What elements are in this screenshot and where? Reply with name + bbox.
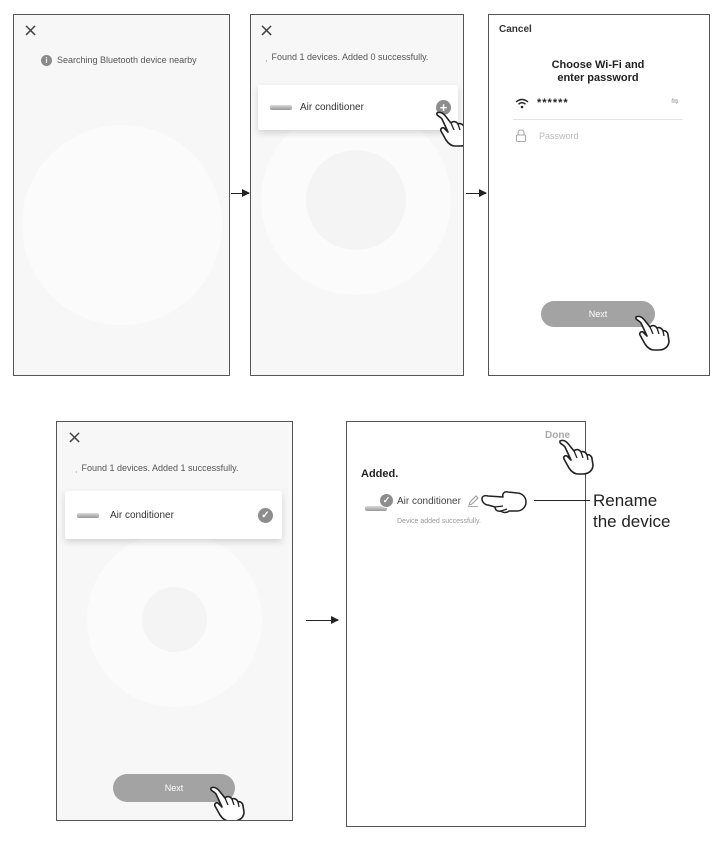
screen-searching: × i Searching Bluetooth device nearby [13, 14, 230, 376]
pointing-hand-icon [481, 488, 529, 516]
screen-device-found: × ⸒Found 1 devices. Added 0 successfully… [250, 14, 464, 376]
check-icon: ✓ [258, 508, 273, 523]
password-placeholder: Password [539, 131, 579, 141]
close-icon[interactable]: × [23, 20, 39, 41]
info-icon: i [41, 55, 52, 67]
cancel-button[interactable]: Cancel [499, 24, 532, 35]
loading-icon: ⸒ [75, 464, 78, 473]
pointing-hand-icon [558, 437, 596, 477]
device-subtext: Device added successfully. [397, 518, 481, 525]
search-radar-circle [22, 125, 222, 325]
rename-callout: Rename the device [593, 490, 671, 532]
found-status-text: Found 1 devices. Added 1 successfully. [81, 463, 239, 473]
callout-line2: the device [593, 512, 671, 531]
air-conditioner-icon [365, 506, 387, 511]
screen-device-added: × ⸒Found 1 devices. Added 1 successfully… [56, 421, 293, 821]
device-label: Air conditioner [397, 496, 461, 507]
loading-icon: ⸒ [265, 53, 268, 62]
password-field[interactable]: Password [513, 129, 683, 147]
close-icon[interactable]: × [259, 20, 275, 41]
device-card[interactable]: Air conditioner ✓ [65, 491, 282, 539]
close-icon[interactable]: × [67, 427, 83, 448]
air-conditioner-icon [77, 513, 99, 518]
wifi-title: Choose Wi-Fi and enter password [551, 59, 645, 84]
pointing-hand-icon [435, 109, 463, 149]
check-icon: ✓ [379, 493, 394, 508]
device-card[interactable]: Air conditioner + [258, 85, 458, 130]
done-button[interactable]: Done [545, 430, 570, 441]
wifi-icon [515, 96, 529, 114]
next-button[interactable]: Next [541, 301, 655, 327]
divider [513, 119, 683, 120]
device-label: Air conditioner [300, 102, 364, 113]
flow-arrow [466, 189, 487, 197]
screen-wifi: Cancel Choose Wi-Fi and enter password *… [488, 14, 710, 376]
device-label: Air conditioner [110, 510, 174, 521]
search-status-text: Searching Bluetooth device nearby [57, 55, 197, 65]
lock-icon [515, 129, 527, 147]
search-radar-inner-circle [142, 587, 207, 652]
found-status: ⸒Found 1 devices. Added 1 successfully. [75, 463, 238, 474]
search-radar-inner-circle [306, 150, 406, 250]
plus-icon[interactable]: + [436, 100, 451, 115]
pointing-hand-icon [634, 313, 672, 353]
flow-arrow [306, 616, 339, 624]
callout-line1: Rename [593, 491, 658, 510]
screen-added: Done Added. ✓ Air conditioner Device add… [346, 421, 586, 827]
pencil-icon[interactable] [467, 494, 479, 512]
air-conditioner-icon [270, 105, 292, 110]
callout-line [534, 500, 590, 501]
flow-arrow [231, 189, 250, 197]
found-status-text: Found 1 devices. Added 0 successfully. [271, 52, 429, 62]
search-status: i Searching Bluetooth device nearby [41, 55, 197, 67]
switch-network-icon[interactable]: ⇋ [671, 96, 679, 106]
found-status: ⸒Found 1 devices. Added 0 successfully. [265, 52, 428, 63]
pointing-hand-icon [209, 784, 247, 820]
wifi-name-value: ****** [537, 97, 569, 109]
added-heading: Added. [361, 468, 399, 480]
wifi-select-row[interactable]: ****** ⇋ [513, 95, 683, 115]
